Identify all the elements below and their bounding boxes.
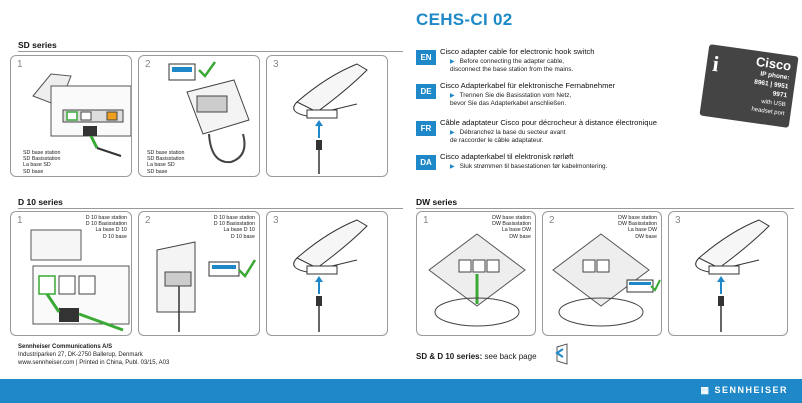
dw-panel-1: 1 DW base station DW Basisstation La bas… bbox=[416, 211, 536, 336]
d10-base-cable-illustration bbox=[30, 229, 130, 332]
panel-number: 1 bbox=[17, 215, 23, 226]
document-title: CEHS-CI 02 bbox=[416, 10, 513, 29]
cisco-line3: 9971 bbox=[772, 90, 788, 100]
cisco-line4: with USB bbox=[760, 98, 787, 109]
lang-badge-de: DE bbox=[416, 84, 436, 99]
lang-da-heading: Cisco adapterkabel til elektronisk rørlø… bbox=[440, 152, 574, 161]
panel-number: 2 bbox=[549, 215, 555, 226]
panel-number: 2 bbox=[145, 215, 151, 226]
d10-panel-3: 3 bbox=[266, 211, 388, 336]
sd-panel-1: 1 SD base station SD Basisstation La bas… bbox=[10, 55, 132, 177]
panel-number: 1 bbox=[17, 59, 23, 70]
dw-panel-2-caption: DW base station DW Basisstation La base … bbox=[618, 215, 657, 240]
company-address: Sennheiser Communications A/S Industripa… bbox=[18, 343, 169, 368]
d10-panel-1-caption: D 10 base station D 10 Basisstation La b… bbox=[85, 215, 127, 240]
cisco-line5: headset port bbox=[750, 106, 785, 118]
lang-badge-da: DA bbox=[416, 155, 436, 170]
cisco-phone-usb-illustration bbox=[293, 219, 368, 332]
turn-page-icon bbox=[555, 343, 568, 365]
panel-number: 3 bbox=[675, 215, 681, 226]
lang-fr-heading: Câble adaptateur Cisco pour décrocheur à… bbox=[440, 118, 657, 127]
d10-series-heading: D 10 series bbox=[18, 197, 63, 207]
triangle-bullet-icon: ▶ bbox=[450, 59, 455, 65]
back-page-note-bold: SD & D 10 series: bbox=[416, 352, 483, 361]
footer-bar: ▦ SENNHEISER bbox=[0, 379, 802, 403]
lang-fr-text: ▶Débranchez la base du secteur avant de … bbox=[450, 129, 566, 144]
lang-da-text: ▶Sluk strømmen til basestationen før kab… bbox=[450, 163, 608, 170]
dw-divider bbox=[416, 208, 794, 209]
triangle-bullet-icon: ▶ bbox=[450, 93, 455, 99]
triangle-bullet-icon: ▶ bbox=[450, 130, 455, 136]
sd-panel-1-caption: SD base station SD Basisstation La base … bbox=[23, 150, 61, 175]
lang-badge-fr: FR bbox=[416, 121, 436, 136]
lang-en-heading: Cisco adapter cable for electronic hook … bbox=[440, 47, 595, 56]
company-web: www.sennheiser.com | Printed in China, P… bbox=[18, 360, 170, 367]
sennheiser-logo: ▦ SENNHEISER bbox=[700, 385, 788, 395]
triangle-bullet-icon: ▶ bbox=[450, 164, 455, 170]
d10-base-bottom-illustration bbox=[156, 241, 257, 332]
panel-number: 3 bbox=[273, 215, 279, 226]
cisco-ip-phone-badge: i Cisco IP phone: 8961 | 9951 9971 with … bbox=[699, 44, 799, 128]
sd-divider bbox=[18, 51, 403, 52]
dw-base-cable-illustration bbox=[428, 233, 526, 327]
d10-panel-2-caption: D 10 base station D 10 Basisstation La b… bbox=[213, 215, 255, 240]
sd-panel-2: 2 SD base station SD Basisstation La bas… bbox=[138, 55, 260, 177]
dw-base-bottom-illustration bbox=[552, 233, 661, 327]
dw-panel-2: 2 DW base station DW Basisstation La bas… bbox=[542, 211, 662, 336]
sd-panel-2-caption: SD base station SD Basisstation La base … bbox=[147, 150, 185, 175]
sd-series-heading: SD series bbox=[18, 40, 57, 50]
brand-mark-icon: ▦ bbox=[700, 385, 715, 395]
panel-number: 1 bbox=[423, 215, 429, 226]
panel-number: 3 bbox=[273, 59, 279, 70]
d10-panel-2: 2 D 10 base station D 10 Basisstation La… bbox=[138, 211, 260, 336]
company-street: Industriparken 27, DK-2750 Ballerup, Den… bbox=[18, 352, 143, 359]
d10-panel-1: 1 D 10 base station D 10 Basisstation La… bbox=[10, 211, 132, 336]
sd-base-cable-illustration bbox=[32, 73, 131, 157]
d10-divider bbox=[18, 208, 403, 209]
cisco-phone-usb-illustration bbox=[695, 219, 770, 332]
sd-base-bottom-illustration bbox=[168, 61, 250, 164]
sd-panel-3: 3 bbox=[266, 55, 388, 177]
lang-de-text: ▶Trennen Sie die Basisstation vom Netz, … bbox=[450, 92, 572, 107]
cisco-phone-usb-illustration bbox=[293, 63, 368, 174]
back-page-note-text: see back page bbox=[482, 352, 537, 361]
panel-number: 2 bbox=[145, 59, 151, 70]
info-icon: i bbox=[711, 50, 721, 77]
lang-de-heading: Cisco Adapterkabel für elektronische Fer… bbox=[440, 81, 616, 90]
lang-badge-en: EN bbox=[416, 50, 436, 65]
dw-panel-1-caption: DW base station DW Basisstation La base … bbox=[492, 215, 531, 240]
dw-series-heading: DW series bbox=[416, 197, 458, 207]
dw-panel-3: 3 bbox=[668, 211, 788, 336]
company-name: Sennheiser Communications A/S bbox=[18, 344, 113, 350]
lang-en-text: ▶Before connecting the adapter cable, di… bbox=[450, 58, 574, 73]
back-page-note: SD & D 10 series: see back page bbox=[416, 352, 537, 361]
